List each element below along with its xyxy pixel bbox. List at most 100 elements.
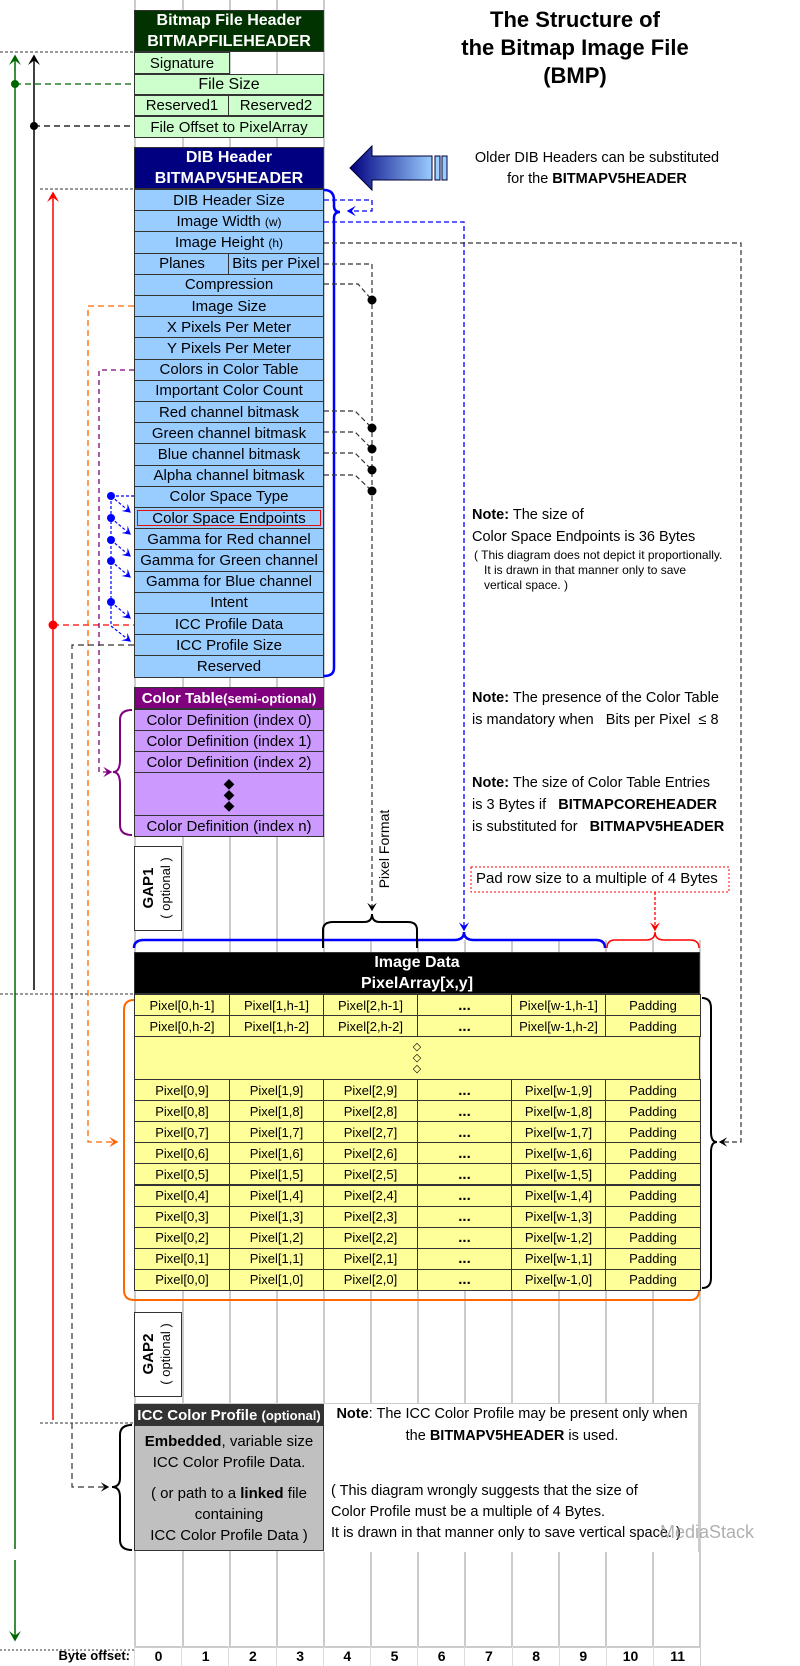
note-line: Note: The presence of the Color Table <box>472 687 719 709</box>
dot-icon: ◇ <box>412 1062 422 1075</box>
note-text: The size of <box>512 507 584 523</box>
note-text: for the <box>507 171 549 187</box>
dib-field-reserved: Reserved <box>134 655 324 678</box>
grid-line <box>511 940 513 1666</box>
pixel-cell: Pixel[1,5] <box>229 1163 324 1186</box>
pixel-cell: Pixel[0,7] <box>134 1121 230 1144</box>
note-bold: BITMAPCOREHEADER <box>558 797 717 813</box>
pad-row-note: Pad row size to a multiple of 4 Bytes <box>476 870 718 887</box>
pixel-cell: Pixel[2,4] <box>323 1184 418 1207</box>
dib-field-green-channel-bitmask: Green channel bitmask <box>134 422 324 445</box>
dimension-symbol: (h) <box>268 235 284 250</box>
byte-offset-9: 9 <box>558 1646 607 1666</box>
padding-cell: Padding <box>605 1226 701 1249</box>
note-line: for the BITMAPV5HEADER <box>464 169 730 190</box>
icc-line: Embedded, variable size <box>145 1431 313 1452</box>
width-connector <box>324 221 470 932</box>
icc-text: , variable size <box>221 1432 314 1450</box>
note-line: It is drawn in that manner only to save … <box>331 1525 681 1541</box>
entry-label: Color Definition (index 0) <box>146 711 312 729</box>
pixel-cell: Pixel[w-1,8] <box>511 1100 606 1123</box>
pixel-cell: Pixel[2,7] <box>323 1121 418 1144</box>
field-signature: Signature <box>134 52 230 74</box>
file-header-label: Bitmap File Header <box>156 12 302 29</box>
pixel-cell: Pixel[w-1,0] <box>511 1268 606 1291</box>
pixel-cell: Pixel[2,h-2] <box>323 1015 418 1038</box>
pixel-cell: Pixel[w-1,3] <box>511 1205 606 1228</box>
endpoints-note: Note: The size of Color Space Endpoints … <box>472 504 722 593</box>
note-bold: Note <box>336 1406 369 1422</box>
icc-note-area <box>324 1404 700 1552</box>
ellipsis-cell: ... <box>417 1268 512 1291</box>
note-line: Color Profile must be a multiple of 4 By… <box>331 1504 606 1520</box>
byte-offset-0: 0 <box>134 1646 182 1666</box>
field-label: Gamma for Red channel <box>147 530 311 548</box>
field-label: Color Space Endpoints <box>152 509 306 527</box>
dib-field-gamma-for-red-channel: Gamma for Red channel <box>134 528 324 551</box>
icc-bold: Embedded <box>144 1432 222 1450</box>
icc-line: ICC Color Profile Data ) <box>150 1526 308 1544</box>
substitution-arrow-icon <box>349 144 448 192</box>
note-text: is 3 Bytes if <box>472 797 547 813</box>
title-line-2: the Bitmap Image File <box>461 35 689 60</box>
note-small-line: vertical space. ) <box>484 578 569 592</box>
padding-cell: Padding <box>605 1100 701 1123</box>
field-label: ICC Profile Size <box>176 636 282 654</box>
byte-offset-label: Byte offset: <box>58 1648 130 1663</box>
icc-line: ( or path to a linked file <box>151 1483 307 1504</box>
note-line: Note: The ICC Color Profile may be prese… <box>324 1403 700 1425</box>
note-line: Color Space Endpoints is 36 Bytes <box>472 529 696 545</box>
field-label: Gamma for Blue channel <box>146 573 312 591</box>
pixel-cell: Pixel[0,h-1] <box>134 994 230 1017</box>
grid-line <box>464 940 466 1666</box>
field-label: Reserved1 <box>145 97 219 114</box>
byte-offset-1: 1 <box>181 1646 229 1666</box>
dot-icon: ◇ <box>412 1051 422 1064</box>
dib-field-dib-header-size: DIB Header Size <box>134 189 324 212</box>
note-text: : The ICC Color Profile may be present o… <box>368 1406 688 1422</box>
field-label: Red channel bitmask <box>158 403 300 421</box>
dib-field-alpha-channel-bitmask: Alpha channel bitmask <box>134 464 324 487</box>
height-bracket <box>701 997 718 1289</box>
dib-field-icc-profile-data: ICC Profile Data <box>134 613 324 636</box>
field-label: Image Width (w) <box>176 212 282 230</box>
byte-offset-7: 7 <box>464 1646 512 1666</box>
icc-qualifier: (optional) <box>261 1407 321 1423</box>
color-definition-2: Color Definition (index 2) <box>134 751 324 773</box>
pixel-cell: Pixel[2,2] <box>323 1226 418 1249</box>
byte-offset-row <box>134 1646 700 1666</box>
pixel-cell: Pixel[1,6] <box>229 1142 324 1165</box>
note-text: The size of Color Table Entries <box>512 775 711 791</box>
note-text: the <box>405 1428 426 1444</box>
dot-icon: ◆ <box>223 785 235 802</box>
dot-icon: ◆ <box>223 774 235 791</box>
note-line: Older DIB Headers can be substituted <box>474 150 720 166</box>
gap-title: GAP1 <box>140 867 157 909</box>
note-bold: Note: <box>472 690 510 706</box>
grid-line <box>652 940 654 1666</box>
dib-field-color-space-endpoints: Color Space Endpoints <box>134 507 324 530</box>
field-label: X Pixels Per Meter <box>166 318 292 336</box>
ellipsis-cell: ... <box>417 1205 512 1228</box>
field-label: Green channel bitmask <box>151 424 307 442</box>
pixel-cell: Pixel[2,6] <box>323 1142 418 1165</box>
gap1-block <box>134 846 182 931</box>
icc-bold: linked <box>240 1484 284 1502</box>
note-small-line: ( This diagram does not depict it propor… <box>474 548 723 562</box>
icc-profile-body: Embedded, variable size ICC Color Profil… <box>134 1425 324 1551</box>
pixel-cell: Pixel[w-1,5] <box>511 1163 606 1186</box>
dib-field-compression: Compression <box>134 273 324 296</box>
icc-bracket <box>111 1424 133 1551</box>
pixel-cell: Pixel[1,9] <box>229 1079 324 1102</box>
ellipsis-cell: ... <box>417 1247 512 1270</box>
color-table-qualifier: (semi-optional) <box>223 690 317 706</box>
pixel-cell: Pixel[0,h-2] <box>134 1015 230 1038</box>
note-line: is mandatory when Bits per Pixel ≤ 8 <box>472 712 719 728</box>
pixel-cell: Pixel[0,8] <box>134 1100 230 1123</box>
padding-cell: Padding <box>605 1205 701 1228</box>
note-line: is 3 Bytes if BITMAPCOREHEADER <box>472 794 724 816</box>
note-line: Note: The size of <box>472 504 722 526</box>
icc-profile-title: ICC Color Profile (optional) <box>134 1404 324 1426</box>
ellipsis-cell: ... <box>417 1100 512 1123</box>
dib-field-color-space-type: Color Space Type <box>134 485 324 508</box>
